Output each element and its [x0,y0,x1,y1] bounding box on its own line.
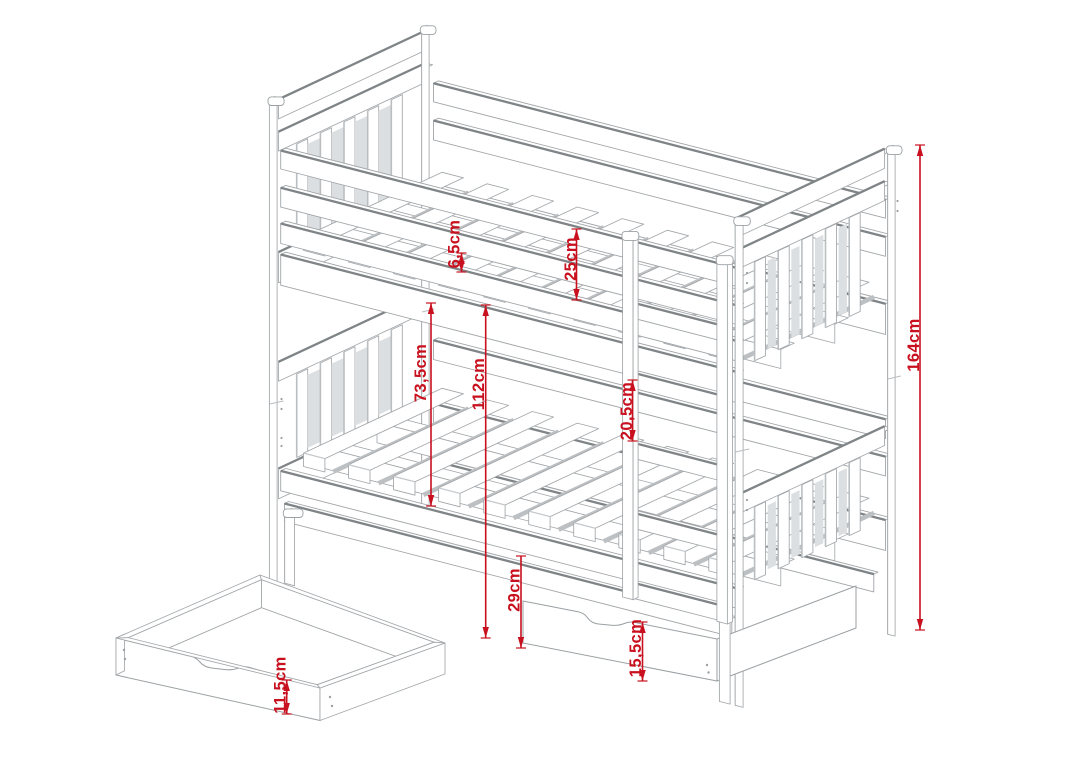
svg-text:112cm: 112cm [470,358,488,410]
svg-text:20,5cm: 20,5cm [618,382,636,440]
svg-text:73,5cm: 73,5cm [412,344,430,402]
svg-text:11,5cm: 11,5cm [272,656,290,713]
svg-text:164cm: 164cm [905,318,923,371]
svg-text:6,5cm: 6,5cm [446,220,464,269]
svg-text:29cm: 29cm [506,568,524,612]
svg-text:25cm: 25cm [562,237,580,281]
svg-text:15,5cm: 15,5cm [627,619,645,677]
